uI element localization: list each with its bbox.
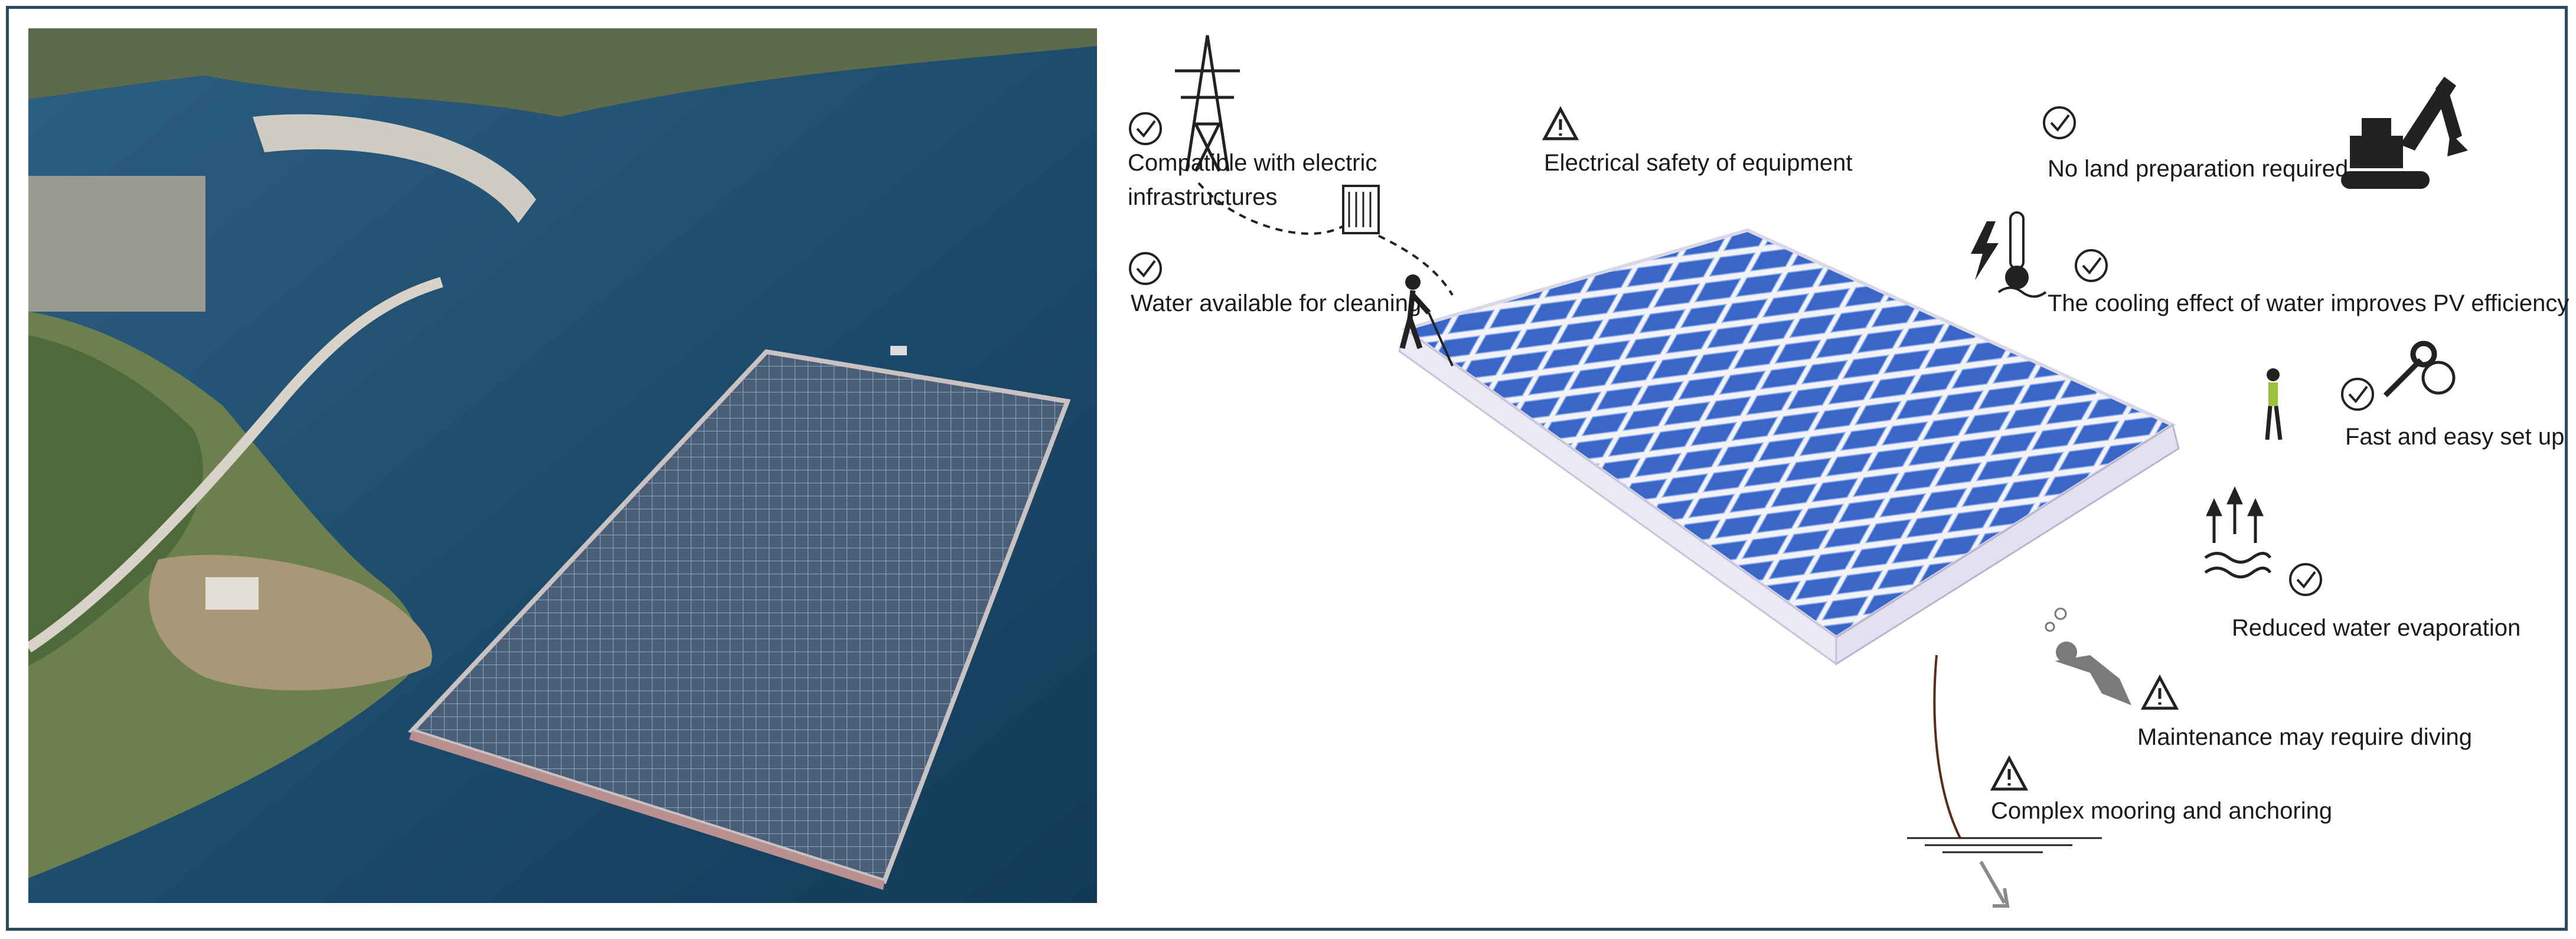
diver-icon xyxy=(2045,607,2131,705)
drawback-mooring: Complex mooring and anchoring xyxy=(1991,798,2333,824)
worker-cleaning-icon xyxy=(1399,274,1454,367)
benefit-infrastructure-line1: Compatible with electric xyxy=(1128,150,1377,176)
benefit-no-land-prep: No land preparation required xyxy=(2048,156,2349,182)
dam-wall xyxy=(253,114,536,223)
check-circle-icon xyxy=(1129,112,1162,145)
thermometer-icon xyxy=(1997,211,2047,298)
wrench-stopwatch-icon xyxy=(2383,341,2456,398)
lightning-icon xyxy=(1971,221,1999,280)
check-circle-icon xyxy=(2289,563,2322,596)
benefit-reduced-evaporation: Reduced water evaporation xyxy=(2232,615,2521,641)
road xyxy=(28,277,443,653)
drawback-electrical-safety: Electrical safety of equipment xyxy=(1544,150,1853,176)
building xyxy=(205,577,259,610)
anchor-icon xyxy=(1979,861,2010,908)
check-circle-icon xyxy=(1129,252,1162,285)
check-circle-icon xyxy=(2043,106,2076,139)
aerial-photo-floating-pv xyxy=(28,28,1097,903)
left-vegetation xyxy=(28,335,203,666)
worker-setup-icon xyxy=(2265,368,2283,440)
excavator-icon xyxy=(2341,77,2468,189)
benefit-cooling: The cooling effect of water improves PV … xyxy=(2048,290,2570,316)
water-surface-lines xyxy=(1907,837,2102,853)
top-hills xyxy=(28,28,1097,117)
benefit-infrastructure-line2: infrastructures xyxy=(1128,184,1278,210)
mooring-line xyxy=(1933,655,1961,839)
warning-triangle-icon xyxy=(2140,674,2179,710)
floating-pv-diagram xyxy=(1129,0,2576,908)
warning-triangle-icon xyxy=(1542,106,1579,140)
drawback-diving: Maintenance may require diving xyxy=(2137,724,2472,750)
figure-frame xyxy=(6,6,2568,931)
benefit-cleaning: Water available for cleaning xyxy=(1131,290,1422,316)
junction-box-icon xyxy=(1342,185,1380,234)
cable-dashed xyxy=(1197,182,1347,235)
warning-triangle-icon xyxy=(1990,755,2029,791)
dam-structure xyxy=(28,176,205,312)
anchor-buoy xyxy=(890,346,907,355)
evaporation-arrows-icon xyxy=(2204,0,2471,578)
benefit-fast-setup: Fast and easy set up xyxy=(2345,424,2565,450)
check-circle-icon xyxy=(2075,249,2108,282)
check-circle-icon xyxy=(2341,378,2374,411)
cable-dashed-2 xyxy=(1366,229,1454,296)
pv-array-edge xyxy=(409,731,884,890)
transmission-tower-icon xyxy=(1175,35,1240,172)
